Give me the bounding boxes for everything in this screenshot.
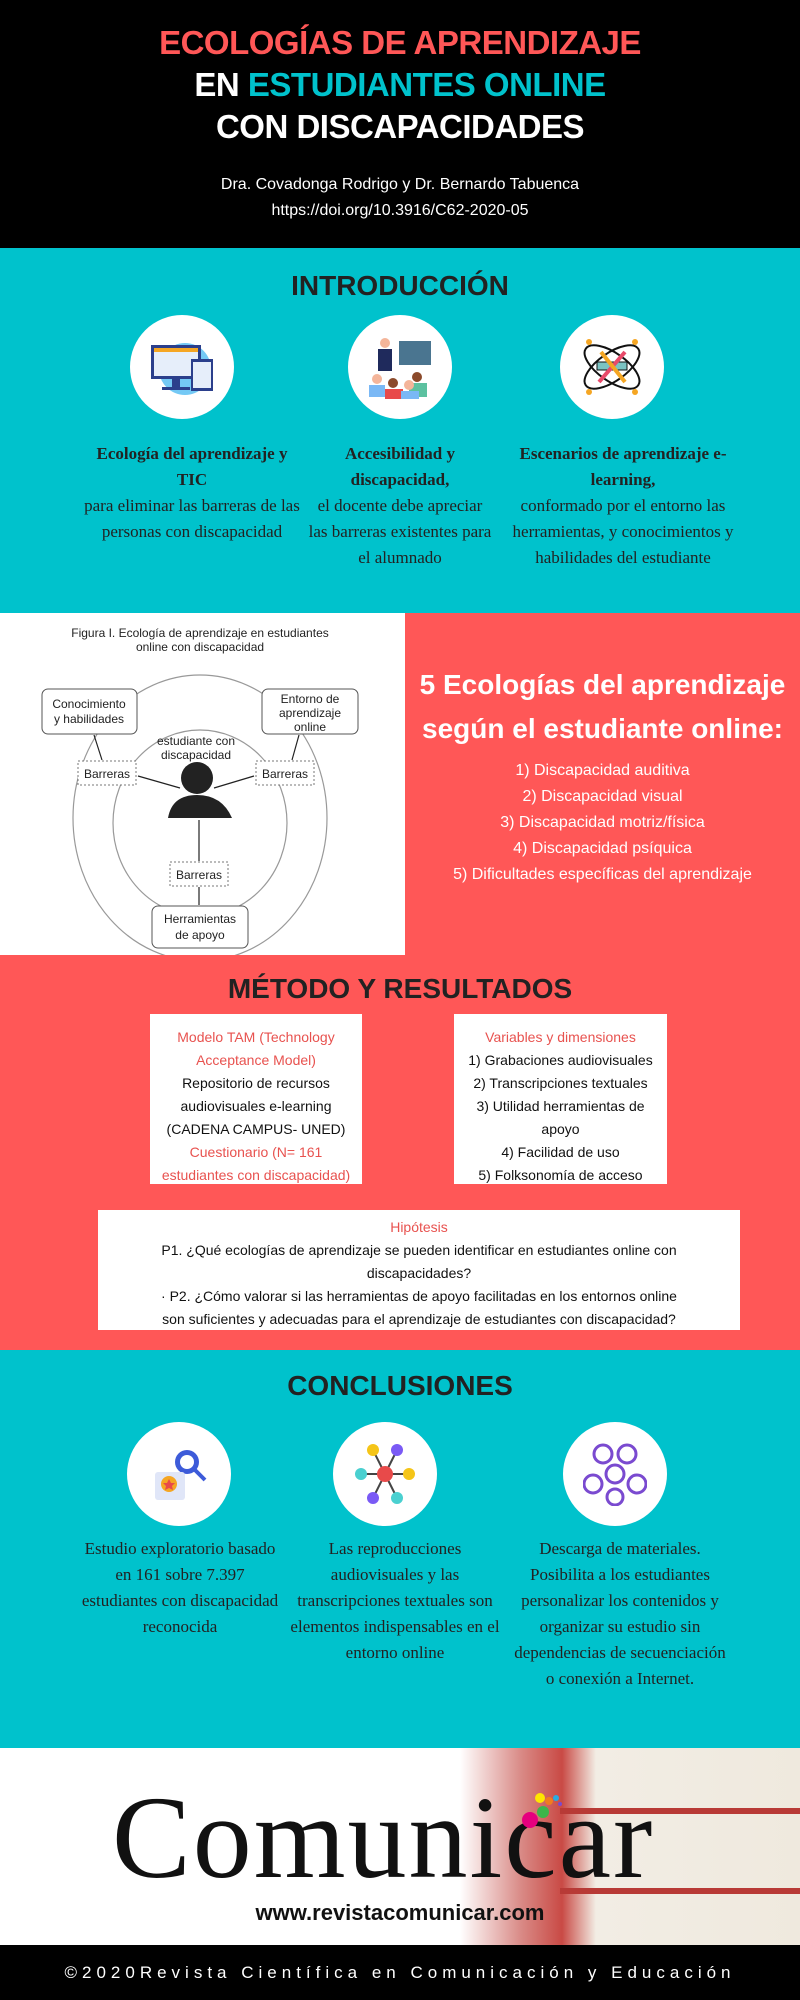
intro-item-heading: Ecología del aprendizaje y TIC (96, 444, 288, 489)
title-line-2: EN ESTUDIANTES ONLINE (0, 66, 800, 104)
title-en: EN (194, 66, 240, 103)
teacher-classroom-icon (348, 315, 452, 419)
brand-section: Comunicar www.revistacomunicar.com (0, 1748, 800, 1945)
variable-item: 4) Facilidad de uso (501, 1144, 620, 1160)
computer-tablet-icon (130, 315, 234, 419)
ecology-item: 3) Discapacidad motriz/física (500, 814, 705, 831)
award-search-icon (127, 1422, 231, 1526)
intro-item-text: para eliminar las barreras de las person… (84, 496, 300, 541)
method-section: MÉTODO Y RESULTADOS Modelo TAM (Technolo… (0, 955, 800, 1350)
variable-item: 5) Folksonomía de acceso (478, 1167, 643, 1183)
tools-label: de apoyo (175, 928, 225, 942)
hypothesis-title: Hipótesis (390, 1219, 448, 1235)
hypothesis-box: Hipótesis P1. ¿Qué ecologías de aprendiz… (98, 1210, 740, 1330)
tools-label: Herramientas (164, 912, 236, 926)
conclusion-item: Las reproducciones audiovisuales y las t… (290, 1539, 500, 1662)
variables-box: Variables y dimensiones 1) Grabaciones a… (454, 1014, 667, 1184)
variable-item: 3) Utilidad herramientas de apoyo (476, 1098, 645, 1137)
intro-section: INTRODUCCIÓN Ecología del aprendizaje y … (0, 248, 800, 613)
environment-label: online (294, 720, 326, 734)
barrier-box (77, 760, 137, 786)
conclusion-item: Estudio exploratorio basado en 161 sobre… (81, 1539, 279, 1636)
logo-dots-icon (522, 1793, 562, 1828)
student-label: discapacidad (161, 748, 231, 762)
method-title: MÉTODO Y RESULTADOS (227, 973, 573, 1004)
environment-label: Entorno de (281, 692, 340, 706)
header: ECOLOGÍAS DE APRENDIZAJE EN ESTUDIANTES … (0, 0, 800, 248)
title-estudiantes: ESTUDIANTES ONLINE (247, 66, 606, 103)
variables-title: Variables y dimensiones (485, 1029, 636, 1045)
model-box: Modelo TAM (Technology Acceptance Model)… (150, 1014, 362, 1184)
intro-item-heading: Accesibilidad y discapacidad, (344, 444, 456, 489)
ecologies-title-line: según el estudiante online: (422, 713, 783, 744)
ecologies-panel: 5 Ecologías del aprendizaje según el estu… (405, 613, 800, 955)
website-link[interactable]: www.revistacomunicar.com (255, 1900, 545, 1925)
environment-label: aprendizaje (279, 706, 341, 720)
title-line-1: ECOLOGÍAS DE APRENDIZAJE (159, 24, 641, 61)
hypothesis-p2: · P2. ¿Cómo valorar si las herramientas … (161, 1288, 677, 1327)
intro-item-text: conformado por el entorno las herramient… (512, 496, 734, 567)
survey-label: Cuestionario (N= 161 estudiantes con dis… (161, 1144, 351, 1183)
student-label: estudiante con (157, 734, 235, 748)
conclusions-section: CONCLUSIONES Estudio exploratorio basado… (0, 1350, 800, 1748)
barrier-label: Barreras (84, 767, 130, 781)
authors: Dra. Covadonga Rodrigo y Dr. Bernardo Ta… (220, 176, 580, 193)
barrier-label: Barreras (262, 767, 308, 781)
title-line-3: CON DISCAPACIDADES (215, 108, 585, 145)
barrier-label: Barreras (176, 868, 222, 882)
barrier-box (255, 760, 315, 786)
variable-item: 2) Transcripciones textuales (473, 1075, 648, 1091)
books-image (460, 1748, 800, 1945)
student-silhouette-icon (168, 762, 232, 818)
ecology-item: 5) Dificultades específicas del aprendiz… (453, 866, 752, 883)
ecology-diagram: Figura I. Ecología de aprendizaje en est… (0, 613, 405, 962)
doi-link[interactable]: https://doi.org/10.3916/C62-2020-05 (271, 202, 529, 219)
ecology-item: 2) Discapacidad visual (522, 788, 683, 805)
environment-box (261, 688, 359, 735)
figure-caption: online con discapacidad (136, 640, 264, 654)
figure-section: Figura I. Ecología de aprendizaje en est… (0, 613, 800, 962)
intro-item-heading: Escenarios de aprendizaje e-learning, (519, 444, 727, 489)
ecologies-title: 5 Ecologías del aprendizaje según el estu… (405, 663, 800, 751)
knowledge-label: y habilidades (54, 712, 124, 726)
variable-item: 1) Grabaciones audiovisuales (468, 1052, 653, 1068)
repository-label: Repositorio de recursos audiovisuales e-… (166, 1075, 346, 1137)
intro-title: INTRODUCCIÓN (291, 270, 509, 301)
conclusion-item: Descarga de materiales. Posibilita a los… (514, 1539, 726, 1688)
barrier-box (169, 861, 229, 887)
intro-item: Accesibilidad y discapacidad, el docente … (290, 441, 510, 571)
footer: ©2020Revista Científica en Comunicación … (0, 1945, 800, 2000)
comunicar-logo: Comunicar (112, 1772, 655, 1903)
ecologies-list: 1) Discapacidad auditiva 2) Discapacidad… (405, 758, 800, 888)
ecology-item: 1) Discapacidad auditiva (515, 762, 690, 779)
model-label: Modelo TAM (Technology Acceptance Model) (177, 1029, 335, 1068)
diagram-arrows (93, 734, 300, 905)
ecologies-title-line: 5 Ecologías del aprendizaje (419, 669, 786, 700)
tools-atom-icon (560, 315, 664, 419)
intro-item-text: el docente debe apreciar las barreras ex… (308, 496, 492, 567)
tools-box (151, 905, 249, 949)
knowledge-box (41, 688, 138, 735)
figure-caption: Figura I. Ecología de aprendizaje en est… (71, 626, 329, 640)
ecology-item: 4) Discapacidad psíquica (513, 840, 692, 857)
people-network-icon (563, 1422, 667, 1526)
conclusions-title: CONCLUSIONES (287, 1370, 513, 1401)
hypothesis-p1: P1. ¿Qué ecologías de aprendizaje se pue… (161, 1242, 677, 1281)
network-nodes-icon (333, 1422, 437, 1526)
knowledge-label: Conocimiento (52, 697, 126, 711)
intro-item: Ecología del aprendizaje y TIC para elimi… (82, 441, 302, 545)
intro-item: Escenarios de aprendizaje e-learning, con… (508, 441, 738, 571)
